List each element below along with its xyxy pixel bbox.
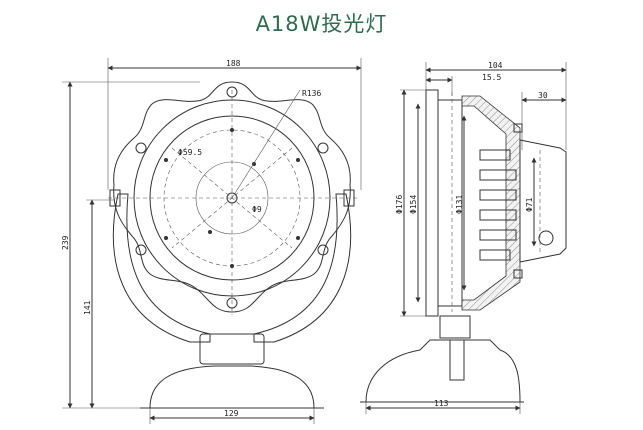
leader-r136: [231, 89, 301, 199]
cable-gland: [538, 230, 554, 246]
side-stand-base: [365, 339, 521, 403]
dim-r136-label: R136: [302, 89, 321, 98]
dim-phi9-label: Φ9: [252, 205, 262, 214]
dim-d4: Φ71: [525, 157, 537, 247]
dim-188-label: 188: [226, 59, 241, 68]
stand-base: [149, 365, 315, 409]
dim-d1: Φ176: [395, 89, 426, 317]
dim-104-label: 104: [488, 61, 503, 70]
dim-113-label: 113: [434, 399, 449, 408]
front-view: 188 239 141: [61, 58, 362, 424]
dim-phi59-label: Φ59.5: [178, 148, 202, 157]
stand-neck: [199, 333, 265, 365]
driver-box: [519, 139, 567, 263]
housing-body: [461, 95, 521, 311]
side-view: 104 15.5 30: [360, 61, 567, 414]
dim-total-height: 239: [61, 81, 200, 409]
dim-129-label: 129: [224, 409, 239, 418]
dim-141-label: 141: [83, 300, 92, 315]
dim-phi154-label: Φ154: [409, 195, 418, 214]
dim-239-label: 239: [61, 235, 70, 250]
dim-phi176-label: Φ176: [395, 195, 404, 214]
dim-offset-a: 15.5: [425, 73, 501, 96]
dim-30-label: 30: [538, 91, 548, 100]
dim-offset-b: 30: [521, 91, 567, 150]
dim-width-top: 188: [107, 58, 362, 190]
drawing-title: A18W投光灯: [255, 12, 388, 36]
flange-bolts: [135, 86, 329, 309]
dim-d2: Φ154: [409, 103, 421, 303]
left-pivot: [109, 189, 121, 207]
dim-phi131-label: Φ131: [455, 195, 464, 214]
side-stand-neck: [439, 315, 471, 339]
dim-side-base-width: 113: [365, 399, 521, 414]
dim-base-height: 141: [83, 199, 115, 409]
dim-d3: Φ131: [455, 115, 467, 291]
housing-flange: [113, 81, 351, 313]
pivot-bolt: [449, 339, 465, 381]
heat-fins: [479, 149, 517, 261]
dim-15.5-label: 15.5: [482, 73, 501, 82]
right-pivot: [343, 189, 355, 207]
screw-holes: [164, 128, 300, 268]
front-bezel: [425, 89, 439, 317]
dim-phi71-label: Φ71: [525, 197, 534, 212]
dim-base-width: 129: [149, 408, 315, 424]
yoke-bracket: [112, 193, 211, 343]
